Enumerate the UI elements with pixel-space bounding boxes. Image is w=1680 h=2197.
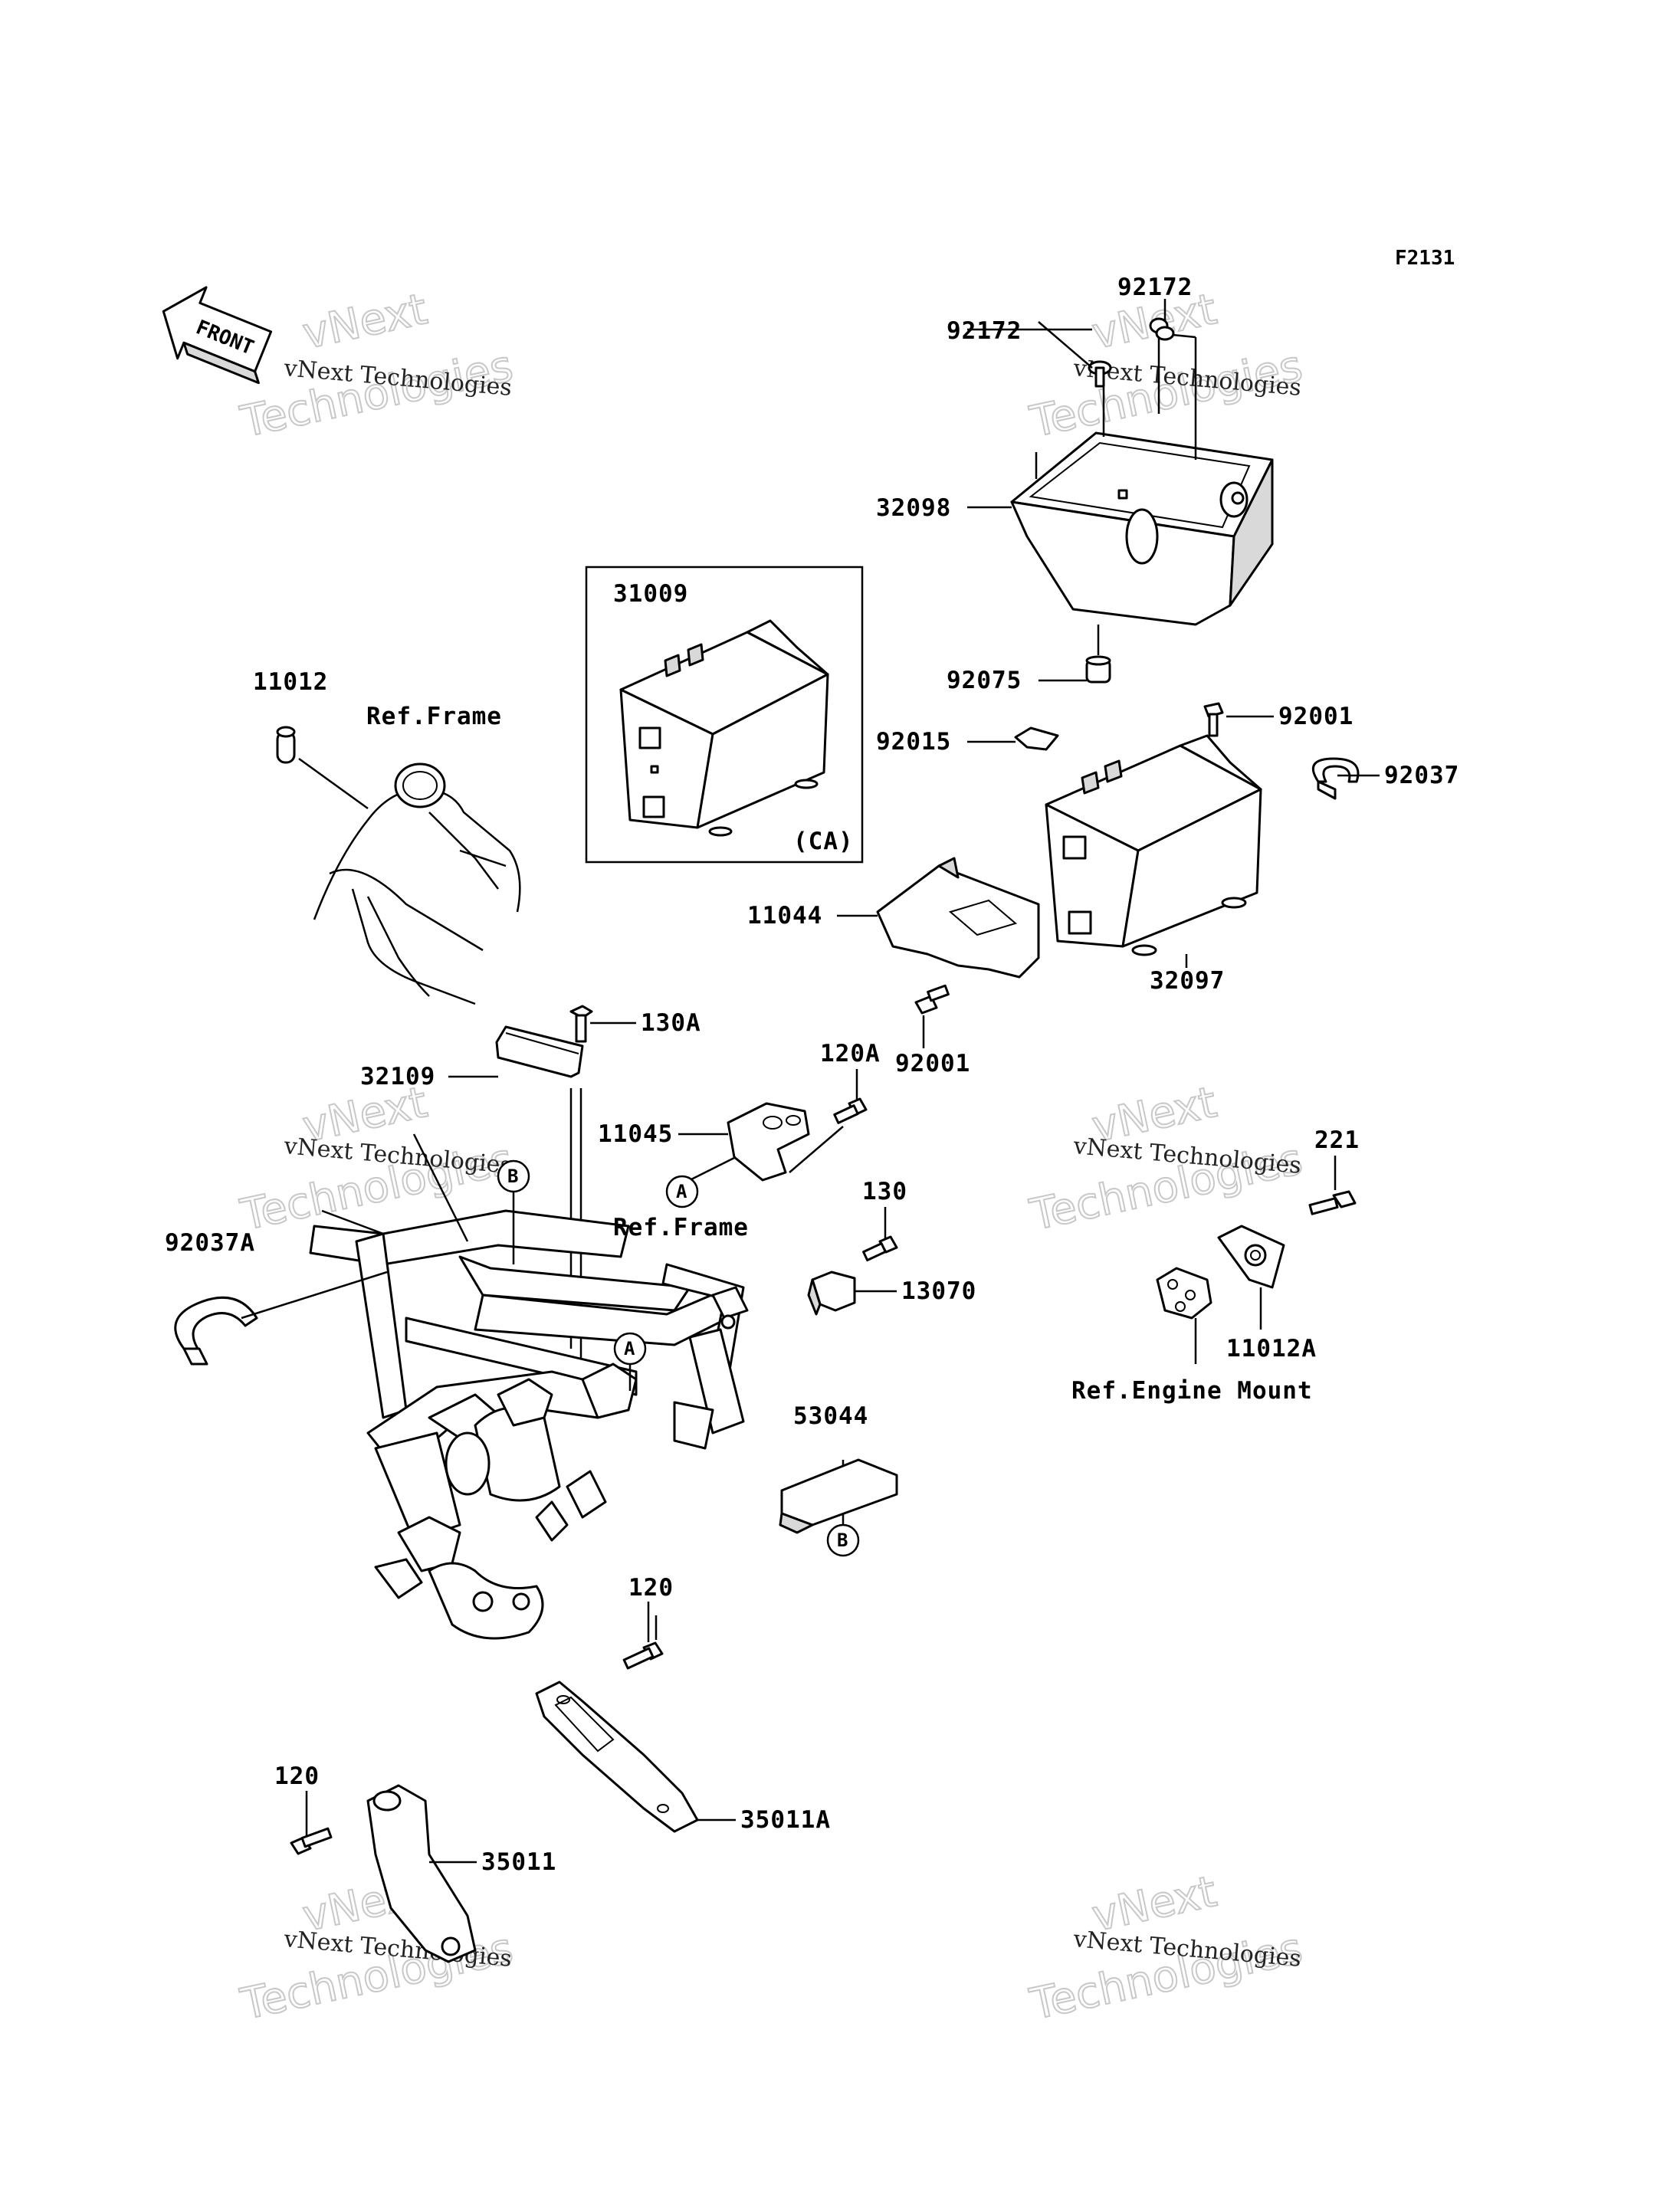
inset-box-ca: (CA) [585, 566, 864, 864]
figure-code: F2131 [1395, 247, 1455, 270]
part-35011A-bracket[interactable] [535, 1681, 699, 1833]
part-label-92037A: 92037A [165, 1229, 255, 1257]
front-direction-arrow-icon: FRONT [162, 286, 273, 385]
part-label-11045: 11045 [598, 1120, 673, 1148]
part-label-11044: 11044 [747, 902, 822, 930]
ref-frame-label-middle: Ref.Frame [613, 1214, 749, 1241]
watermark-bottom-right: vNext Technologies vNext Technologies [1025, 1866, 1307, 2031]
callout-a-lower: A [613, 1332, 647, 1366]
part-label-11012A: 11012A [1226, 1335, 1317, 1362]
part-130A-bolt[interactable] [569, 1005, 593, 1043]
part-label-92075: 92075 [947, 667, 1022, 694]
part-120-bolt-bottom[interactable] [290, 1827, 333, 1855]
part-label-35011: 35011 [481, 1848, 556, 1876]
part-label-92001-bottom: 92001 [895, 1050, 970, 1077]
watermark-mid-right: vNext Technologies vNext Technologies [1025, 1077, 1307, 1241]
ref-engine-mount-label: Ref.Engine Mount [1071, 1377, 1313, 1405]
callout-a-letter: A [676, 1181, 687, 1202]
part-32098-battery-cover[interactable] [1010, 431, 1274, 626]
part-11012-collar[interactable] [276, 726, 296, 764]
part-32097-battery-case[interactable] [1045, 734, 1262, 956]
part-92037A-clamp[interactable] [174, 1296, 258, 1366]
part-label-92037: 92037 [1384, 762, 1459, 789]
part-label-32098: 32098 [876, 494, 951, 522]
part-label-35011A: 35011A [740, 1806, 831, 1834]
part-92001-bolt-bottom[interactable] [914, 984, 950, 1015]
part-13070-bracket[interactable] [807, 1271, 856, 1316]
callout-b-upper: B [497, 1159, 530, 1193]
callout-a-upper: A [665, 1175, 699, 1208]
part-label-120-bottom: 120 [274, 1763, 320, 1790]
part-label-53044: 53044 [793, 1402, 868, 1430]
part-35011-bracket[interactable] [366, 1784, 477, 1963]
part-label-11012: 11012 [253, 668, 328, 696]
part-53044-sleeve[interactable] [779, 1458, 898, 1534]
part-label-32097: 32097 [1150, 967, 1225, 995]
callout-a-letter: A [624, 1338, 635, 1359]
ref-frame-label-top: Ref.Frame [366, 703, 502, 730]
part-32109-cover[interactable] [495, 1025, 584, 1078]
inset-box-label: (CA) [793, 828, 854, 855]
part-label-31009: 31009 [613, 580, 688, 608]
part-11044-bracket[interactable] [876, 857, 1040, 979]
part-92001-bolt-top[interactable] [1203, 702, 1224, 737]
watermark-line2: vNext [298, 284, 431, 359]
ref-frame-head-section [313, 762, 521, 1005]
part-engine-mount-plate[interactable] [1156, 1267, 1212, 1320]
part-120A-bolt[interactable] [833, 1097, 868, 1124]
part-label-92015: 92015 [876, 728, 951, 756]
part-label-120-middle: 120 [628, 1574, 674, 1602]
part-label-130: 130 [862, 1178, 907, 1205]
part-92172-bolt-top[interactable] [1149, 317, 1175, 341]
part-120-bolt-middle[interactable] [622, 1641, 664, 1670]
part-label-92172-top: 92172 [1117, 274, 1193, 301]
watermark-top-left: vNext Technologies vNext Technologies [235, 284, 517, 448]
callout-b-lower: B [826, 1523, 860, 1557]
part-label-130A: 130A [641, 1009, 701, 1037]
part-92015-clip[interactable] [1014, 726, 1059, 751]
part-label-13070: 13070 [901, 1277, 976, 1305]
watermark-top-right: vNext Technologies vNext Technologies [1025, 284, 1307, 448]
part-11045-bracket[interactable] [727, 1102, 810, 1182]
part-130-bolt[interactable] [862, 1235, 898, 1262]
part-label-92001-top: 92001 [1278, 703, 1354, 730]
callout-b-letter: B [507, 1166, 518, 1187]
part-92172-bolt-left[interactable] [1088, 360, 1112, 388]
part-92037-clamp[interactable] [1311, 757, 1360, 800]
part-label-221: 221 [1314, 1126, 1360, 1154]
part-label-120A: 120A [820, 1040, 881, 1067]
callout-b-letter: B [837, 1530, 848, 1551]
main-frame [309, 1209, 749, 1640]
part-31009-battery-case[interactable] [619, 619, 829, 837]
part-92075-cushion[interactable] [1085, 655, 1111, 684]
part-221-bolt[interactable] [1308, 1190, 1357, 1215]
part-label-92172-left: 92172 [947, 317, 1022, 345]
part-11012A-mount[interactable] [1217, 1225, 1285, 1289]
part-label-32109: 32109 [360, 1063, 435, 1090]
